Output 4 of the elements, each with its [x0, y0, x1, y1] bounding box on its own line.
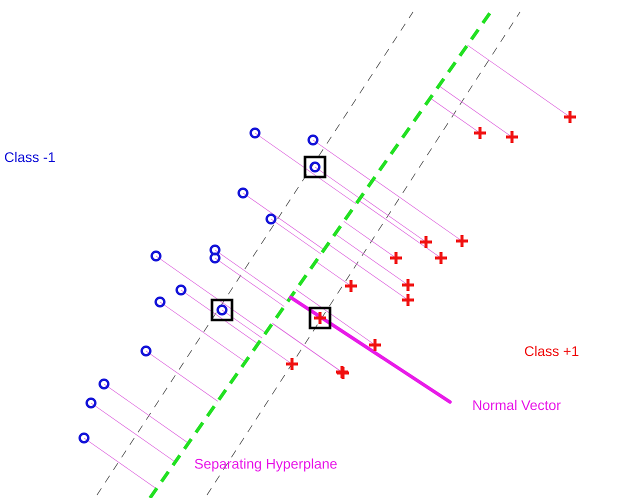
axis-label: Normal Vector [473, 400, 561, 410]
axis-label: Class -1 [4, 152, 55, 162]
axis-label: Separating Hyperplane [194, 458, 337, 472]
axis-label: Class +1 [524, 346, 578, 356]
